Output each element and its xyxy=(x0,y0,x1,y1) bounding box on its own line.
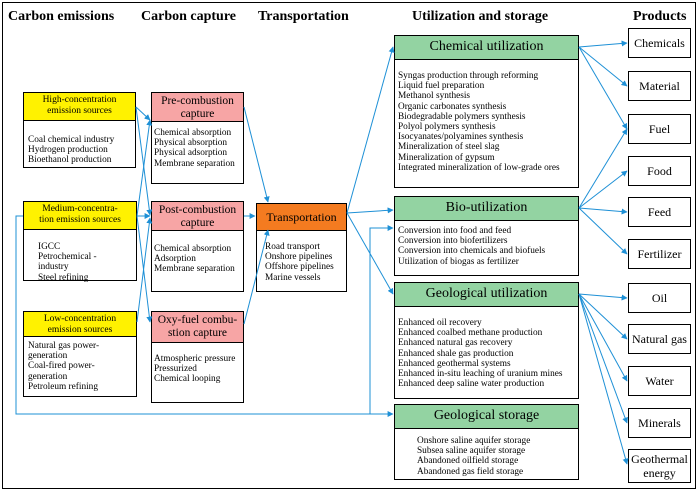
low-concentration-title: Low-concentration emission sources xyxy=(23,311,137,337)
product-fertilizer: Fertilizer xyxy=(628,239,691,269)
geological-utilization-box: Geological utilization Enhanced oil reco… xyxy=(394,282,579,399)
geological-storage-box: Geological storage Onshore saline aquife… xyxy=(394,404,579,480)
chemical-utilization-items: Syngas production through reforming Liqu… xyxy=(398,71,560,173)
pre-combustion-title: Pre-combustion capture xyxy=(151,92,244,122)
medium-concentration-items: IGCC Petrochemical - industry Steel refi… xyxy=(38,242,97,283)
medium-concentration-title: Medium-concentra- tion emission sources xyxy=(23,201,137,230)
product-fuel: Fuel xyxy=(628,114,691,144)
header-utilization-storage: Utilization and storage xyxy=(412,9,549,24)
product-natural-gas: Natural gas xyxy=(628,324,691,354)
chemical-utilization-title: Chemical utilization xyxy=(394,35,579,60)
product-chemicals: Chemicals xyxy=(628,28,691,58)
high-concentration-items: Coal chemical industry Hydrogen producti… xyxy=(28,135,115,166)
bio-utilization-box: Bio-utilization Conversion into food and… xyxy=(394,196,579,276)
product-food: Food xyxy=(628,156,691,186)
post-combustion-title: Post-combustion capture xyxy=(151,201,244,231)
product-feed: Feed xyxy=(628,197,691,227)
geological-storage-title: Geological storage xyxy=(394,404,579,429)
header-products: Products xyxy=(633,9,687,24)
header-carbon-emissions: Carbon emissions xyxy=(8,9,115,24)
transportation-title: Transportation xyxy=(256,203,347,231)
pre-combustion-capture-box: Pre-combustion capture Chemical absorpti… xyxy=(151,92,244,184)
low-concentration-items: Natural gas power- generation Coal-fired… xyxy=(28,341,100,392)
transportation-box: Transportation Road transport Onshore pi… xyxy=(256,203,347,292)
product-water: Water xyxy=(628,366,691,396)
product-geothermal-energy: Geothermal energy xyxy=(628,449,691,483)
pre-combustion-items: Chemical absorption Physical absorption … xyxy=(154,128,235,169)
product-material: Material xyxy=(628,71,691,101)
oxy-fuel-title: Oxy-fuel combu- stion capture xyxy=(151,311,244,343)
diagram-frame xyxy=(2,2,696,489)
header-carbon-capture: Carbon capture xyxy=(141,9,237,24)
post-combustion-items: Chemical absorption Adsorption Membrane … xyxy=(154,244,235,275)
product-minerals: Minerals xyxy=(628,408,691,438)
product-oil: Oil xyxy=(628,283,691,313)
bio-utilization-items: Conversion into food and feed Conversion… xyxy=(398,226,546,267)
high-concentration-sources-box: High-concentration emission sources Coal… xyxy=(23,92,136,168)
geological-storage-items: Onshore saline aquifer storage Subsea sa… xyxy=(417,436,531,477)
geological-utilization-items: Enhanced oil recovery Enhanced coalbed m… xyxy=(398,318,563,390)
bio-utilization-title: Bio-utilization xyxy=(394,196,579,221)
high-concentration-title: High-concentration emission sources xyxy=(23,92,136,121)
oxy-fuel-items: Atmospheric pressure Pressurized Chemica… xyxy=(154,354,236,385)
transportation-items: Road transport Onshore pipelines Offshor… xyxy=(265,242,334,283)
header-transportation: Transportation xyxy=(258,9,349,24)
post-combustion-capture-box: Post-combustion capture Chemical absorpt… xyxy=(151,201,244,292)
low-concentration-sources-box: Low-concentration emission sources Natur… xyxy=(23,311,137,397)
oxy-fuel-capture-box: Oxy-fuel combu- stion capture Atmospheri… xyxy=(151,311,244,403)
geological-utilization-title: Geological utilization xyxy=(394,282,579,307)
medium-concentration-sources-box: Medium-concentra- tion emission sources … xyxy=(23,201,137,283)
chemical-utilization-box: Chemical utilization Syngas production t… xyxy=(394,35,579,188)
